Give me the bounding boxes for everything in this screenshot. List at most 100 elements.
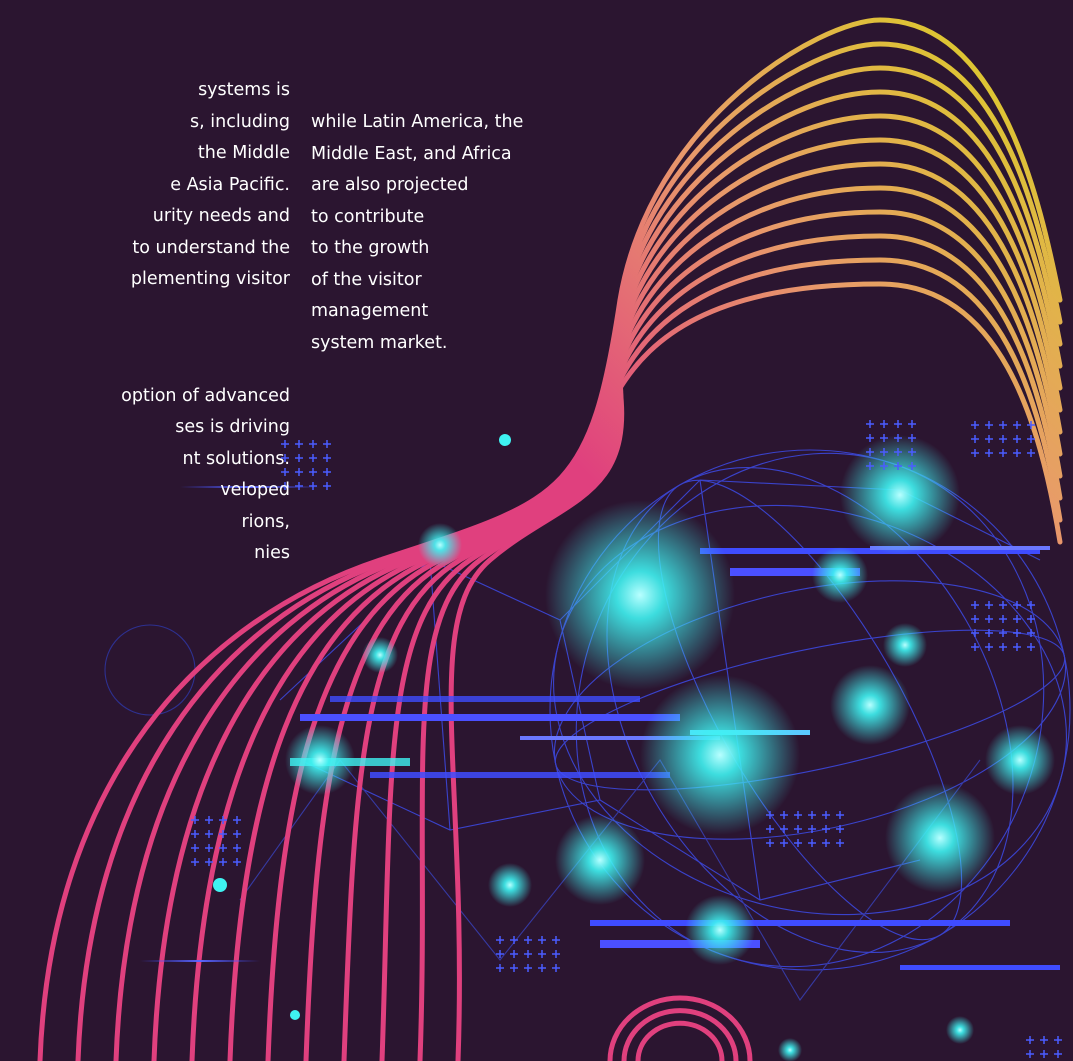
plus-marker (1013, 421, 1021, 429)
orb (640, 675, 800, 835)
plus-marker (985, 435, 993, 443)
plus-marker (496, 964, 504, 972)
orb (418, 523, 462, 567)
plus-marker (794, 839, 802, 847)
plus-marker (999, 435, 1007, 443)
plus-marker (281, 454, 289, 462)
plus-marker (510, 964, 518, 972)
plus-marker (552, 950, 560, 958)
plus-marker (538, 964, 546, 972)
plus-marker (894, 434, 902, 442)
right-paragraph-1: while Latin America, the Middle East, an… (311, 112, 524, 353)
plus-marker (971, 643, 979, 651)
orb (488, 863, 532, 907)
beam (520, 736, 720, 740)
plus-marker (1054, 1050, 1062, 1058)
orb (213, 878, 227, 892)
plus-marker (1013, 435, 1021, 443)
orb (685, 895, 755, 965)
plus-marker (524, 936, 532, 944)
plus-marker (985, 629, 993, 637)
plus-marker (808, 825, 816, 833)
beam (300, 714, 680, 721)
plus-marker (205, 816, 213, 824)
plus-marker (205, 830, 213, 838)
plus-marker (219, 858, 227, 866)
plus-marker (999, 615, 1007, 623)
ring (104, 624, 196, 716)
wave-line (607, 995, 753, 1061)
plus-marker (323, 454, 331, 462)
plus-marker (191, 844, 199, 852)
orb (812, 547, 868, 603)
plus-marker (880, 462, 888, 470)
plus-marker (971, 449, 979, 457)
plus-marker (985, 601, 993, 609)
plus-marker (866, 434, 874, 442)
plus-marker (880, 448, 888, 456)
plus-marker (309, 454, 317, 462)
plus-marker (999, 421, 1007, 429)
plus-marker (908, 448, 916, 456)
plus-marker (971, 601, 979, 609)
plus-marker (295, 482, 303, 490)
plus-marker (552, 964, 560, 972)
plus-marker (1026, 1050, 1034, 1058)
plus-marker (766, 825, 774, 833)
plus-marker (205, 858, 213, 866)
plus-marker (794, 811, 802, 819)
plus-marker (1027, 449, 1035, 457)
plus-marker (309, 482, 317, 490)
plus-marker (281, 440, 289, 448)
plus-marker (191, 816, 199, 824)
plus-marker (999, 629, 1007, 637)
right-text-column: while Latin America, the Middle East, an… (311, 44, 631, 413)
plus-marker (908, 420, 916, 428)
plus-marker (894, 420, 902, 428)
plus-marker (880, 420, 888, 428)
orb (290, 1010, 300, 1020)
plus-marker (496, 936, 504, 944)
plus-marker (985, 421, 993, 429)
plus-marker (1040, 1050, 1048, 1058)
plus-marker (780, 825, 788, 833)
plus-marker (1013, 601, 1021, 609)
plus-marker (309, 468, 317, 476)
orb (499, 434, 511, 446)
plus-marker (1027, 435, 1035, 443)
plus-marker (191, 830, 199, 838)
plus-marker (309, 440, 317, 448)
plus-marker (971, 435, 979, 443)
wave-line (621, 1008, 739, 1061)
plus-marker (1013, 643, 1021, 651)
plus-marker (233, 830, 241, 838)
orb (883, 623, 927, 667)
plus-marker (510, 950, 518, 958)
orb (830, 665, 910, 745)
plus-marker (233, 844, 241, 852)
plus-marker (908, 434, 916, 442)
plus-marker (538, 936, 546, 944)
plus-marker (510, 936, 518, 944)
plus-marker (524, 950, 532, 958)
plus-marker (794, 825, 802, 833)
plus-marker (999, 643, 1007, 651)
beam (600, 940, 760, 948)
orb (778, 1038, 802, 1061)
plus-marker (538, 950, 546, 958)
orb (285, 725, 355, 795)
orb (840, 435, 960, 555)
plus-marker (524, 964, 532, 972)
plus-marker (233, 816, 241, 824)
plus-markers (191, 420, 1062, 1058)
left-text-column: systems is s, including the Middle e Asi… (0, 12, 290, 623)
plus-marker (866, 462, 874, 470)
plus-marker (971, 615, 979, 623)
plus-marker (1027, 601, 1035, 609)
plus-marker (219, 830, 227, 838)
plus-marker (1027, 643, 1035, 651)
plus-marker (496, 950, 504, 958)
plus-marker (323, 440, 331, 448)
beam (140, 960, 260, 962)
